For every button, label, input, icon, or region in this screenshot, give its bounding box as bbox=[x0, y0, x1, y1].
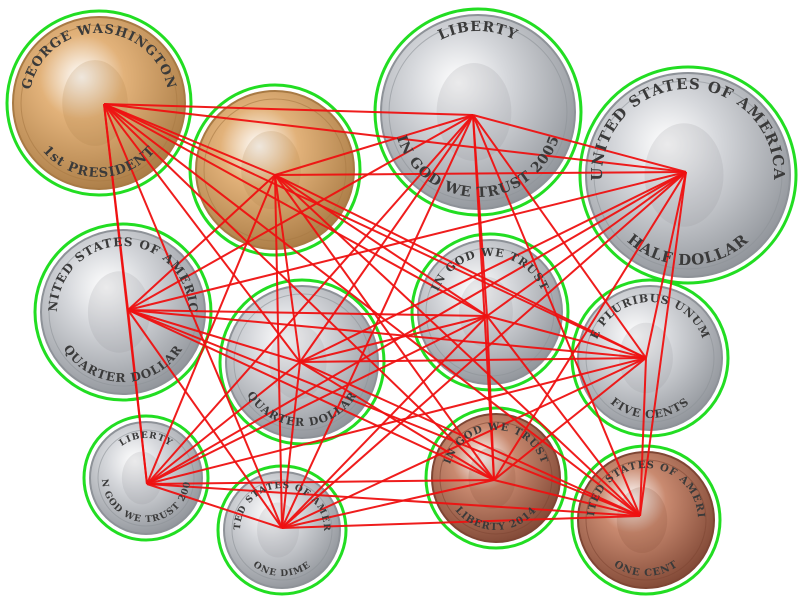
detection-circle bbox=[578, 65, 798, 285]
connection-line bbox=[274, 174, 647, 359]
connection-lines-layer bbox=[103, 103, 687, 529]
connection-line bbox=[146, 479, 495, 485]
connection-line bbox=[127, 309, 488, 317]
quarter-obverse bbox=[33, 222, 213, 402]
connection-line bbox=[146, 315, 488, 485]
connection-line bbox=[146, 114, 474, 485]
connection-line bbox=[493, 357, 647, 481]
connection-line bbox=[274, 114, 474, 176]
connection-line bbox=[103, 103, 276, 176]
connection-line bbox=[299, 357, 647, 363]
connection-line bbox=[103, 103, 474, 116]
half-dollar-reverse bbox=[578, 65, 798, 285]
connection-line bbox=[281, 479, 495, 529]
detection-circle bbox=[5, 9, 193, 197]
connection-line bbox=[146, 171, 687, 485]
connection-line bbox=[281, 315, 488, 529]
connection-line bbox=[127, 174, 276, 311]
connection-line bbox=[486, 315, 641, 517]
connection-line bbox=[493, 171, 687, 481]
connection-line bbox=[127, 309, 495, 481]
connection-line bbox=[146, 174, 276, 485]
connection-line bbox=[274, 171, 687, 176]
connection-line bbox=[103, 103, 495, 481]
connection-line bbox=[281, 357, 647, 529]
connection-line bbox=[281, 515, 641, 529]
connection-line bbox=[127, 171, 687, 311]
detection-circle bbox=[570, 444, 722, 596]
connection-line bbox=[103, 103, 301, 363]
connection-line bbox=[146, 357, 647, 485]
washington-dollar-coin bbox=[5, 9, 193, 197]
coin-face bbox=[585, 72, 791, 278]
connection-line bbox=[639, 357, 647, 517]
connection-line bbox=[299, 114, 474, 363]
connection-line bbox=[127, 309, 301, 363]
connection-line bbox=[127, 309, 148, 485]
connection-line bbox=[146, 483, 641, 517]
coin-face bbox=[223, 471, 341, 589]
connection-line bbox=[281, 171, 687, 529]
connection-line bbox=[274, 174, 283, 529]
coin-face bbox=[577, 451, 715, 589]
connection-line bbox=[493, 479, 641, 517]
coin-relief bbox=[62, 60, 128, 146]
detection-circle bbox=[216, 464, 348, 596]
connection-line bbox=[274, 174, 495, 481]
connection-line bbox=[299, 171, 687, 363]
connection-line bbox=[127, 114, 474, 311]
connection-line bbox=[472, 114, 647, 359]
coin-face bbox=[195, 90, 355, 250]
connection-line bbox=[103, 103, 488, 317]
connection-line bbox=[274, 174, 301, 363]
detection-circle bbox=[424, 406, 568, 550]
connection-line bbox=[472, 114, 641, 517]
connection-line bbox=[146, 361, 301, 485]
coin-relief bbox=[121, 451, 163, 505]
coin-face bbox=[12, 16, 186, 190]
connection-line bbox=[486, 171, 687, 317]
detection-circle bbox=[82, 414, 210, 542]
connection-line bbox=[645, 171, 687, 359]
coin-relief bbox=[87, 271, 151, 353]
statue-of-liberty-dollar-coin bbox=[188, 83, 362, 257]
connection-line bbox=[127, 309, 647, 359]
connection-line bbox=[299, 315, 488, 363]
connection-line bbox=[281, 114, 474, 529]
connection-line bbox=[486, 315, 647, 359]
connection-line bbox=[146, 483, 283, 529]
coin-relief bbox=[257, 502, 299, 558]
connection-line bbox=[299, 361, 641, 517]
connection-line bbox=[472, 114, 687, 173]
connection-line bbox=[639, 171, 687, 517]
connection-line bbox=[281, 361, 301, 529]
